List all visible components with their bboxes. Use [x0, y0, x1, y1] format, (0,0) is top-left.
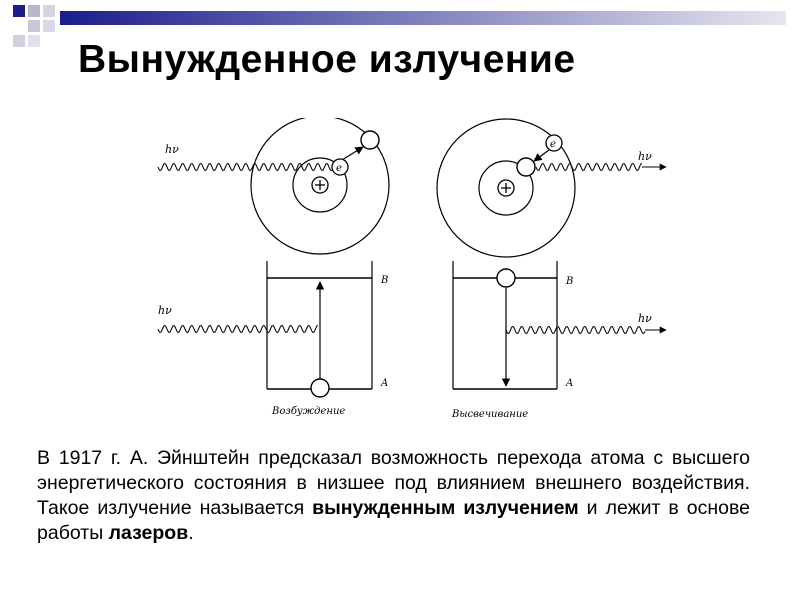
body-text-part3: .: [188, 522, 194, 544]
decor-square-1: [13, 5, 25, 17]
right-atom: e hν: [436, 118, 667, 258]
decor-square-3: [43, 5, 55, 17]
body-text-part2: и лежит в основе работы: [37, 497, 750, 544]
left-lower-level-label: A: [380, 378, 388, 389]
left-atom: hν e: [157, 118, 390, 255]
left-outer-orbit: [250, 118, 390, 255]
left-energy-diagram: hν B A Возбуждение: [157, 261, 388, 417]
right-level-photon-label: hν: [638, 312, 652, 325]
right-inner-orbit: [478, 160, 534, 216]
decor-square-2: [28, 5, 40, 17]
body-text-part1: В 1917 г. А. Эйнштейн предсказал возможн…: [37, 447, 750, 519]
body-term-lasers: лазеров: [108, 522, 189, 544]
right-energy-diagram: hν B A Высвечивание: [451, 261, 667, 420]
stimulated-emission-diagram: hν e e hν: [157, 118, 667, 420]
right-emitted-photon-wave: [535, 162, 643, 172]
right-lower-level-label: A: [565, 378, 573, 389]
slide-title: Вынужденное излучение: [78, 38, 576, 81]
left-electron: [331, 158, 349, 176]
header-gradient-bar: [60, 11, 786, 25]
right-relaxed-electron: [516, 157, 536, 177]
left-incoming-photon-wave: [157, 162, 333, 172]
left-photon-label: hν: [165, 143, 179, 156]
decor-square-5: [43, 20, 55, 32]
right-upper-level-label: B: [565, 276, 573, 287]
left-excited-electron: [360, 130, 380, 150]
left-nucleus-icon: [311, 176, 329, 194]
left-inner-orbit: [292, 157, 348, 213]
left-level-photon-label: hν: [158, 304, 172, 317]
right-electron: [545, 134, 563, 152]
left-absorbed-photon-wave: [157, 324, 319, 334]
right-emitted-level-photon-wave: [505, 325, 646, 335]
right-electron-label: e: [550, 139, 556, 150]
decor-square-6: [13, 35, 25, 47]
left-upper-level-label: B: [380, 275, 388, 286]
left-diagram-caption: Возбуждение: [271, 406, 345, 417]
left-electron-label: e: [336, 163, 342, 174]
right-nucleus-icon: [497, 179, 515, 197]
right-electron-transition-arrow: [533, 149, 550, 162]
slide-body-text: В 1917 г. А. Эйнштейн предсказал возможн…: [37, 446, 750, 546]
left-ground-electron: [310, 378, 330, 398]
right-outer-orbit: [436, 118, 576, 258]
decor-square-4: [28, 20, 40, 32]
right-excited-electron: [496, 268, 516, 288]
decor-square-7: [28, 35, 40, 47]
right-diagram-caption: Высвечивание: [451, 409, 528, 420]
body-term-stimulated-emission: вынужденным излучением: [312, 497, 579, 519]
right-photon-label: hν: [638, 150, 652, 163]
